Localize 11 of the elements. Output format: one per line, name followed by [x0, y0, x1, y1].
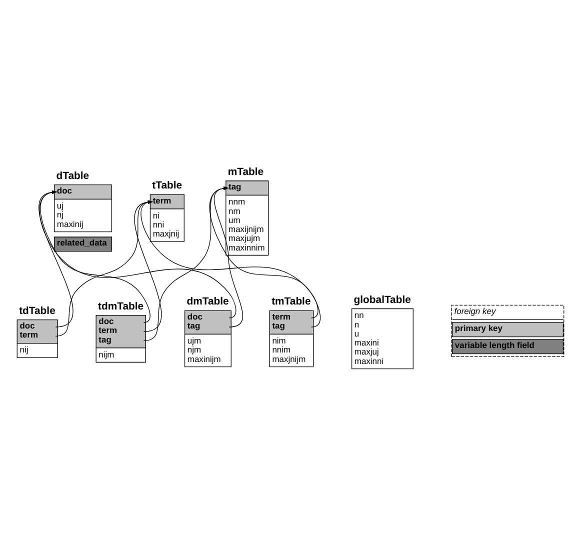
node-label: tTable	[152, 180, 182, 192]
node-label: globalTable	[354, 294, 411, 306]
legend-label: primary key	[454, 323, 502, 334]
node-label: dmTable	[186, 296, 229, 308]
legend-label: variable length field	[454, 340, 534, 350]
node-label: tmTable	[272, 296, 311, 308]
node-label: tdTable	[19, 306, 56, 317]
legend-label: foreign key	[454, 306, 496, 316]
node-label: tdmTable	[98, 301, 144, 312]
node-label: mTable	[228, 166, 264, 178]
node-label: dTable	[56, 170, 90, 182]
